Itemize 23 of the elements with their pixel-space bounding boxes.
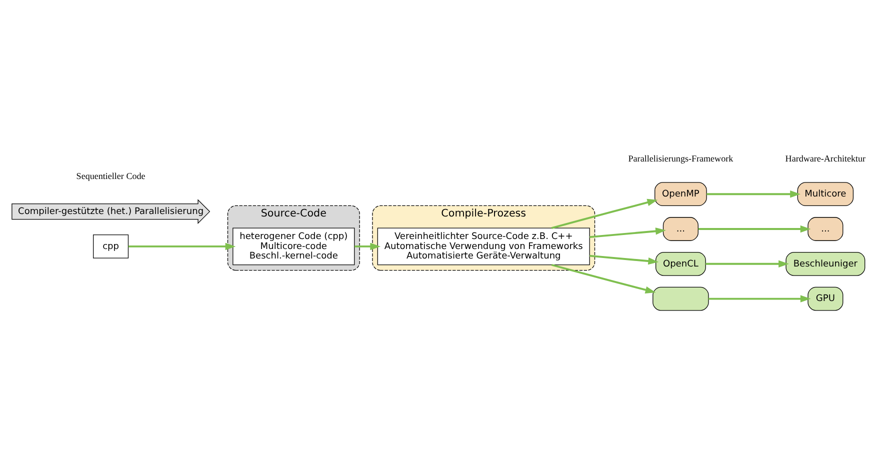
label: Hardware-Architektur	[785, 153, 866, 164]
arrow	[706, 260, 789, 268]
node-box: ...	[808, 216, 844, 240]
arrow	[698, 224, 811, 232]
arrow	[590, 227, 666, 238]
node-box: Multicore	[797, 182, 854, 206]
arrow	[708, 294, 811, 302]
label: Parallelisierungs-Framework	[628, 153, 734, 164]
node-box: ...	[662, 216, 698, 240]
node-box	[652, 286, 709, 310]
node-box: Beschleuniger	[786, 251, 866, 276]
node-box: Vereinheitlichter Source-Code z.B. C++ Automatische Verwendung von Frameworks Automatisierte Geräte-Verwaltung	[377, 227, 590, 265]
arrow	[706, 190, 800, 198]
node-box: heterogener Code (cpp) Multicore-code Beschl.-kernel-code	[232, 227, 355, 265]
arrow	[551, 198, 658, 228]
label: Sequentieller Code	[76, 170, 146, 181]
node-box: GPU	[808, 286, 844, 310]
arrow	[590, 254, 659, 264]
node-box: OpenCL	[656, 251, 706, 276]
arrow	[128, 242, 236, 250]
node-box: cpp	[93, 234, 129, 258]
node-box: OpenMP	[654, 182, 707, 206]
arrow	[354, 242, 381, 250]
